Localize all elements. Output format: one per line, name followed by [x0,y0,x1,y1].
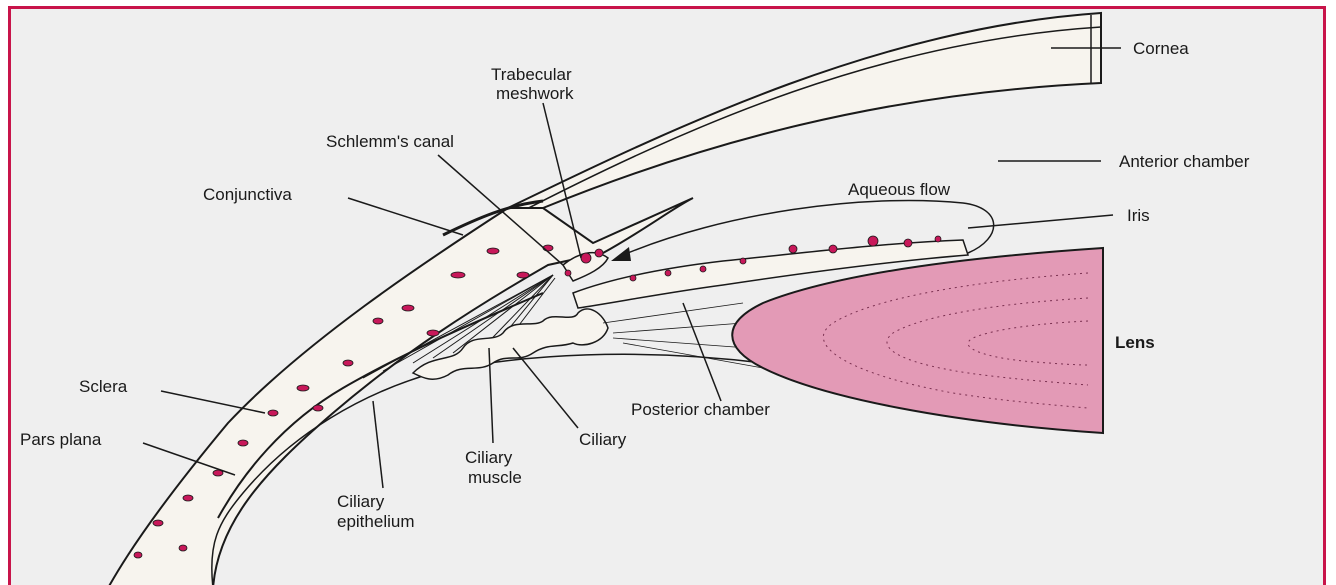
label-aqueous-flow: Aqueous flow [848,180,951,199]
eye-anatomy-diagram: Cornea Trabecular meshwork Schlemm's can… [11,9,1326,585]
label-ciliary-epithelium-1: Ciliary [337,492,385,511]
label-posterior-chamber: Posterior chamber [631,400,770,419]
label-trabecular-1: Trabecular [491,65,572,84]
label-ciliary-muscle-2: muscle [468,468,522,487]
label-sclera: Sclera [79,377,128,396]
diagram-frame: Cornea Trabecular meshwork Schlemm's can… [8,6,1326,585]
label-schlemm: Schlemm's canal [326,132,454,151]
label-cornea: Cornea [1133,39,1189,58]
label-ciliary-epithelium-2: epithelium [337,512,415,531]
cornea-outer [508,13,1101,208]
label-conjunctiva: Conjunctiva [203,185,292,204]
label-iris: Iris [1127,206,1150,225]
label-ciliary: Ciliary [579,430,627,449]
label-lens: Lens [1115,333,1155,352]
label-ciliary-muscle-1: Ciliary [465,448,513,467]
aqueous-flow-arrowhead [611,247,631,261]
label-pars-plana: Pars plana [20,430,102,449]
label-trabecular-2: meshwork [496,84,574,103]
label-anterior-chamber: Anterior chamber [1119,152,1250,171]
